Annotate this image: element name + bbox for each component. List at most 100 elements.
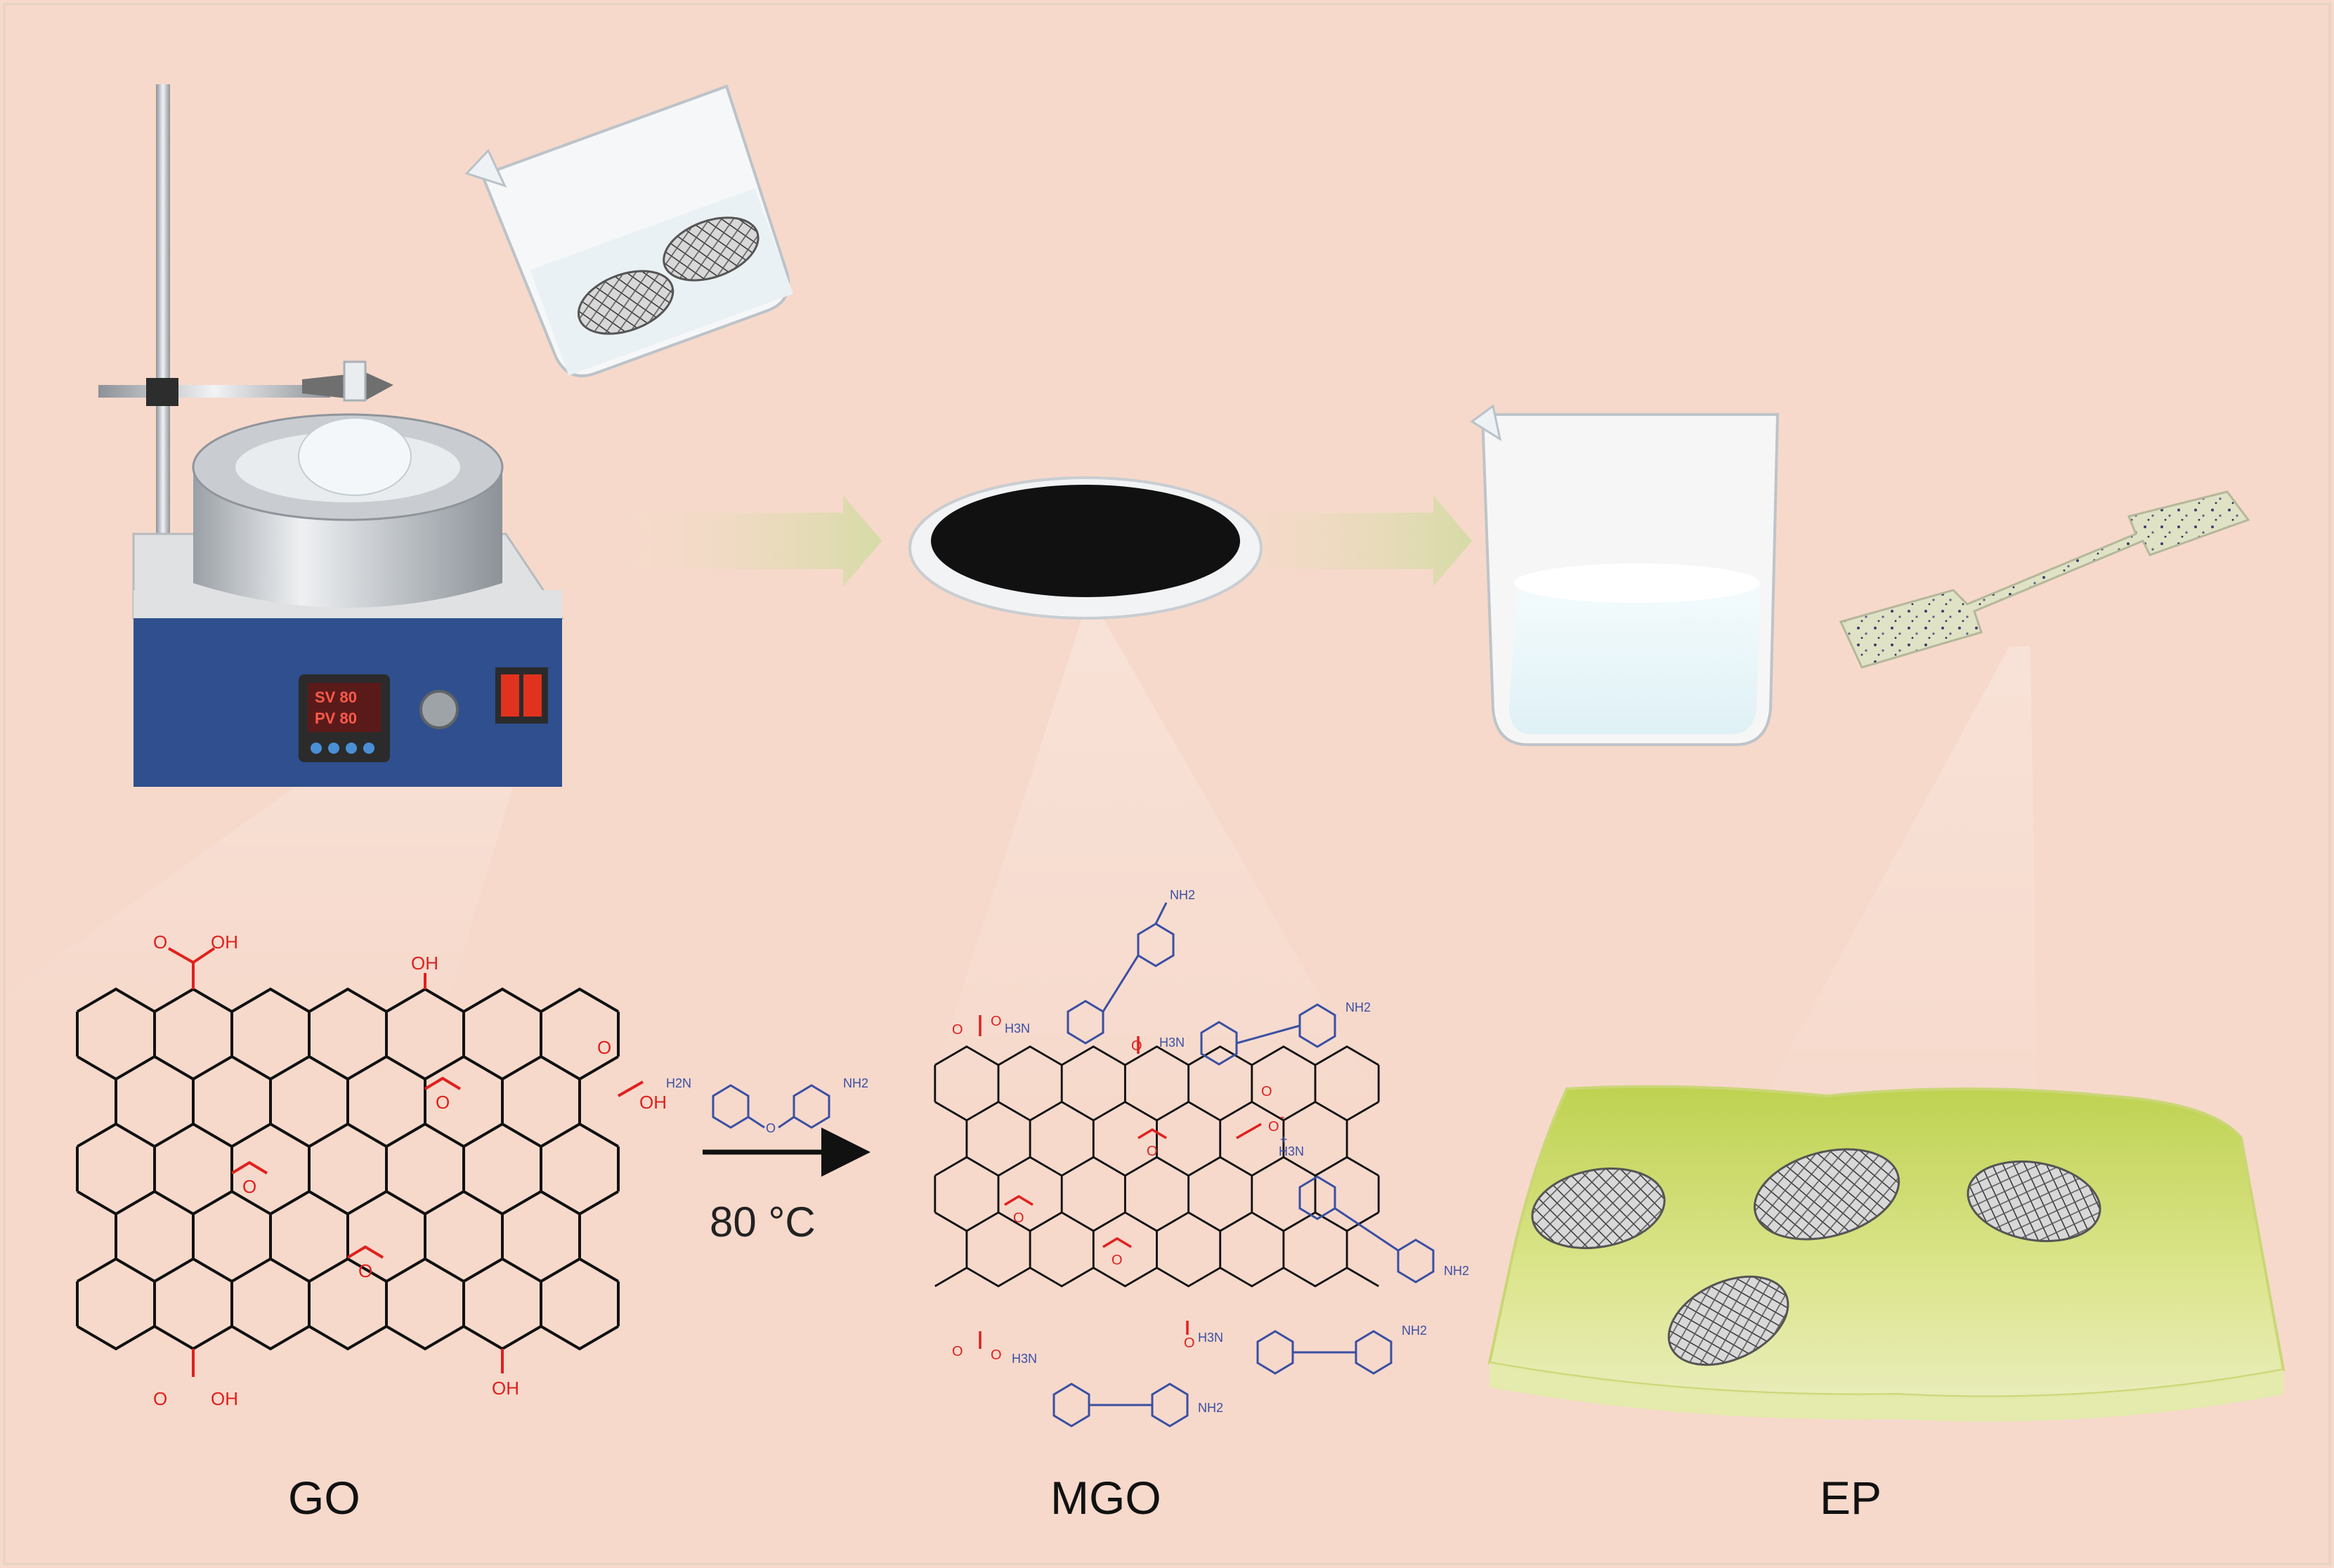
display-button-2 (328, 743, 339, 754)
mgo-lattice (934, 1045, 1380, 1288)
mgo-epoxy-2 (1137, 1128, 1167, 1139)
graphene-sheet-in-beaker-2 (663, 216, 759, 282)
mgo-carboxyl-right-o2: O (1268, 1119, 1279, 1135)
resin-slab-front (1489, 1363, 2283, 1422)
chain3-plus: + (1280, 1132, 1288, 1146)
go-cooh-top-oh (192, 947, 216, 964)
chain3-ammonium: H3N (1279, 1144, 1304, 1158)
chain1-link (1102, 955, 1140, 1012)
flask-bulb (298, 417, 412, 496)
chain3-ring2 (1397, 1239, 1435, 1283)
mgo-epoxy-3 (1102, 1236, 1132, 1248)
go-epoxy-1 (230, 1161, 268, 1175)
mgo-oxide-top-o: O (1131, 1038, 1142, 1054)
mgo-red-groups (979, 1015, 1262, 1349)
outer-frame (3, 3, 2331, 1565)
embedded-graphene-3 (1967, 1160, 2101, 1243)
white-suspension (1509, 583, 1760, 734)
chain2-ring1 (1200, 1021, 1238, 1066)
mgo-carboxyl-top-o: O (952, 1022, 963, 1038)
mgo-carboxyl-bottom-o: O (952, 1344, 963, 1359)
flask-neck (343, 360, 367, 402)
go-cooh-right-o: O (597, 1037, 611, 1058)
mgo-oxide-bottom-o: O (1184, 1335, 1195, 1351)
go-functional-groups (168, 947, 644, 1377)
go-cooh-top-oh-label: OH (211, 932, 238, 953)
mgo-red-labels: O O O O O - O O O O O O (952, 1014, 1285, 1363)
control-knob (419, 690, 459, 729)
clamp-block (146, 378, 178, 406)
chain4-ammonium: H3N (1198, 1331, 1223, 1345)
display-button-1 (311, 743, 322, 754)
go-cooh-top-o: O (153, 932, 167, 953)
go-epoxy-2-label: O (436, 1092, 450, 1113)
chain5-ammonium: H3N (1012, 1352, 1037, 1366)
clamp-arm (98, 385, 330, 398)
mgo-amine-labels: H3N NH2 H3N NH2 H3N + NH2 H3N NH2 H3N NH… (1005, 888, 1469, 1415)
display-screen (308, 683, 381, 732)
chain2-ammonium: H3N (1159, 1035, 1185, 1050)
chain5-amine: NH2 (1198, 1401, 1223, 1415)
epoxy-composite (1487, 1085, 2286, 1422)
chain4-ring1 (1256, 1330, 1294, 1375)
powder-dish (908, 476, 1263, 620)
display-sv: SV 80 (315, 688, 357, 706)
magnetic-stirrer-apparatus: SV 80 PV 80 (98, 84, 564, 787)
go-hex-rows (76, 987, 620, 1351)
chain1-nh2 (1154, 902, 1168, 925)
suspension-surface (1514, 563, 1760, 603)
mgo-epoxy-1 (1004, 1194, 1034, 1206)
power-switch-right (523, 674, 542, 717)
display-button-3 (346, 743, 357, 754)
label-ep: EP (1820, 1472, 1882, 1524)
power-switch-left (501, 674, 519, 717)
go-cooh-bottom-oh-label: OH (211, 1388, 238, 1409)
mgo-epoxy-1-o: O (1013, 1210, 1024, 1226)
chain4-amine: NH2 (1402, 1324, 1427, 1338)
suspension-beaker (1470, 404, 1780, 746)
go-epoxy-1-label: O (242, 1176, 256, 1197)
beaker-spout-2 (1470, 404, 1502, 442)
go-cooh-top-dbl (168, 947, 194, 964)
go-epoxy-3 (346, 1245, 384, 1259)
display-pv: PV 80 (315, 710, 357, 727)
mgo-epoxy-3-o: O (1111, 1253, 1123, 1268)
reagent-ether-right (778, 1116, 795, 1129)
mgo-carboxyl-right (1236, 1123, 1262, 1139)
go-group-labels: O OH OH O OH O O O O OH OH (153, 932, 667, 1409)
graphene-sheet-in-beaker-1 (577, 270, 674, 335)
reagent-nh2-right: NH2 (843, 1076, 868, 1090)
display-button-4 (363, 743, 374, 754)
embedded-graphene-2 (1753, 1148, 1901, 1241)
process-arrow-2 (1205, 495, 1472, 587)
reagent-nh2-left: H2N (666, 1076, 691, 1090)
process-arrow-1 (625, 495, 882, 587)
go-cooh-right-bond (618, 1080, 644, 1097)
embedded-graphene-4 (1667, 1275, 1789, 1366)
pouring-beaker (464, 84, 793, 377)
mgo-carboxyl-right-o: O (1261, 1084, 1272, 1099)
beaker-spout (464, 148, 507, 188)
go-epoxy-3-label: O (358, 1260, 372, 1281)
go-lattice (76, 987, 620, 1351)
chain2-ring2 (1298, 1003, 1336, 1048)
go-epoxy-2 (424, 1076, 462, 1090)
go-oh-top-label: OH (411, 953, 438, 974)
mgo-amine-chains (1052, 902, 1435, 1427)
go-cooh-bottom-o: O (153, 1388, 167, 1409)
go-cooh-right-oh-label: OH (639, 1092, 667, 1113)
chain1-amine: NH2 (1170, 888, 1195, 902)
mgo-epoxy-2-o: O (1147, 1144, 1158, 1159)
chain4-ring2 (1355, 1330, 1393, 1375)
mgo-carboxyl-right-minus: - (1280, 1109, 1285, 1125)
diamine-reagent: H2N O NH2 (666, 1076, 868, 1135)
mgo-carboxyl-bottom-o2: O (991, 1347, 1002, 1363)
chain1-ammonium: H3N (1005, 1021, 1030, 1035)
chain5-ring1 (1052, 1383, 1090, 1427)
go-oh-bottom-label: OH (492, 1378, 519, 1399)
beam-ep (1756, 646, 2038, 1110)
reaction-condition: 80 °C (710, 1198, 816, 1246)
chain2-amine: NH2 (1345, 1000, 1371, 1014)
mgo-powder (931, 485, 1240, 597)
chain5-ring2 (1151, 1383, 1189, 1427)
